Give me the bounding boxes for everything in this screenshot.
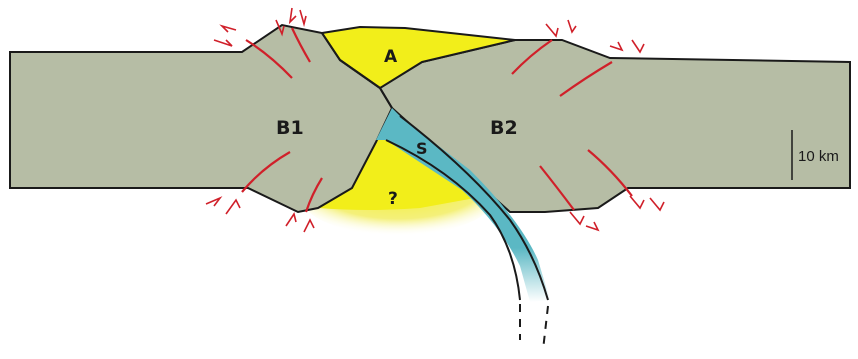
label-unknown: ?: [388, 189, 398, 209]
label-b1: B1: [276, 117, 304, 139]
label-b2: B2: [490, 117, 518, 139]
label-s: S: [416, 139, 428, 158]
label-a: A: [384, 47, 398, 67]
slab-s-dashed-right: [543, 306, 548, 350]
scale-bar-label: 10 km: [798, 148, 839, 165]
